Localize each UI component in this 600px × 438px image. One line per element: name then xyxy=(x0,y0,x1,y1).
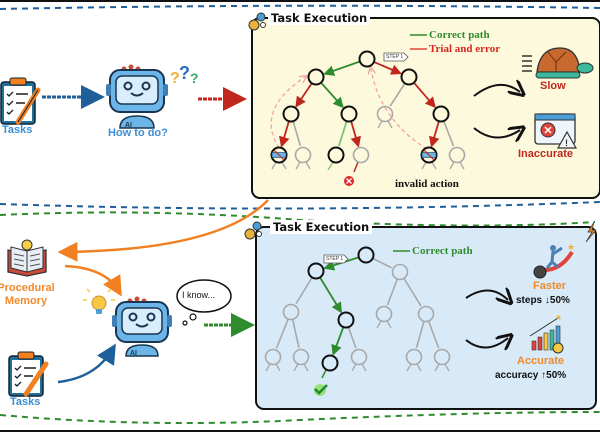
book-icon xyxy=(8,240,46,276)
accurate-label: Accurate xyxy=(517,355,564,367)
procedural-memory-label-line1: Procedural xyxy=(0,282,56,294)
top-section-top-boundary xyxy=(0,6,600,9)
memory-to-agent-arrow xyxy=(65,266,118,290)
procedural-memory-label-line2: Memory xyxy=(0,295,56,307)
top-section-bottom-boundary xyxy=(0,202,600,209)
step-tag-label: STEP 1 xyxy=(386,54,403,60)
robot-icon-bottom: AI xyxy=(112,297,172,358)
svg-text:★: ★ xyxy=(567,243,575,253)
legend-trial-and-error: Trial and error xyxy=(429,43,500,55)
svg-text:★: ★ xyxy=(555,313,562,322)
thought-text: I know... xyxy=(182,290,215,300)
faster-label: Faster xyxy=(533,280,566,292)
clipboard-icon-bottom xyxy=(9,352,46,396)
svg-text:!: ! xyxy=(565,138,568,148)
robot-icon: AI xyxy=(106,65,168,130)
legend-correct-path: Correct path xyxy=(429,29,490,41)
tasks-label: Tasks xyxy=(2,124,32,136)
invalid-action-label: invalid action xyxy=(395,178,459,190)
svg-text:?: ? xyxy=(190,70,199,86)
bottom-section-bottom-boundary xyxy=(0,412,600,423)
lightbulb-icon xyxy=(83,289,115,314)
how-to-do-label: How to do? xyxy=(108,127,168,139)
slow-label: Slow xyxy=(540,80,566,92)
bottom-panel-title: Task Execution xyxy=(270,220,372,234)
top-panel-title: Task Execution xyxy=(268,11,370,25)
inaccurate-label: Inaccurate xyxy=(518,148,573,160)
step-tag-label-bottom: STEP 1 xyxy=(326,256,343,262)
thought-bubble xyxy=(177,280,231,325)
error-window-icon: ! xyxy=(535,114,576,148)
question-marks-icon: ? ? ? xyxy=(170,63,199,87)
tasks-to-agent-arrow-bottom xyxy=(58,350,112,382)
legend-correct-path-bottom: Correct path xyxy=(412,245,473,257)
robot-ai-badge-bottom: AI xyxy=(130,350,137,357)
steps-metric: steps ↓50% xyxy=(516,295,570,306)
svg-text:?: ? xyxy=(179,63,190,83)
accuracy-metric: accuracy ↑50% xyxy=(495,370,566,381)
top-task-execution-panel xyxy=(252,18,600,198)
clipboard-icon xyxy=(1,78,38,124)
tasks-label-bottom: Tasks xyxy=(10,396,40,408)
